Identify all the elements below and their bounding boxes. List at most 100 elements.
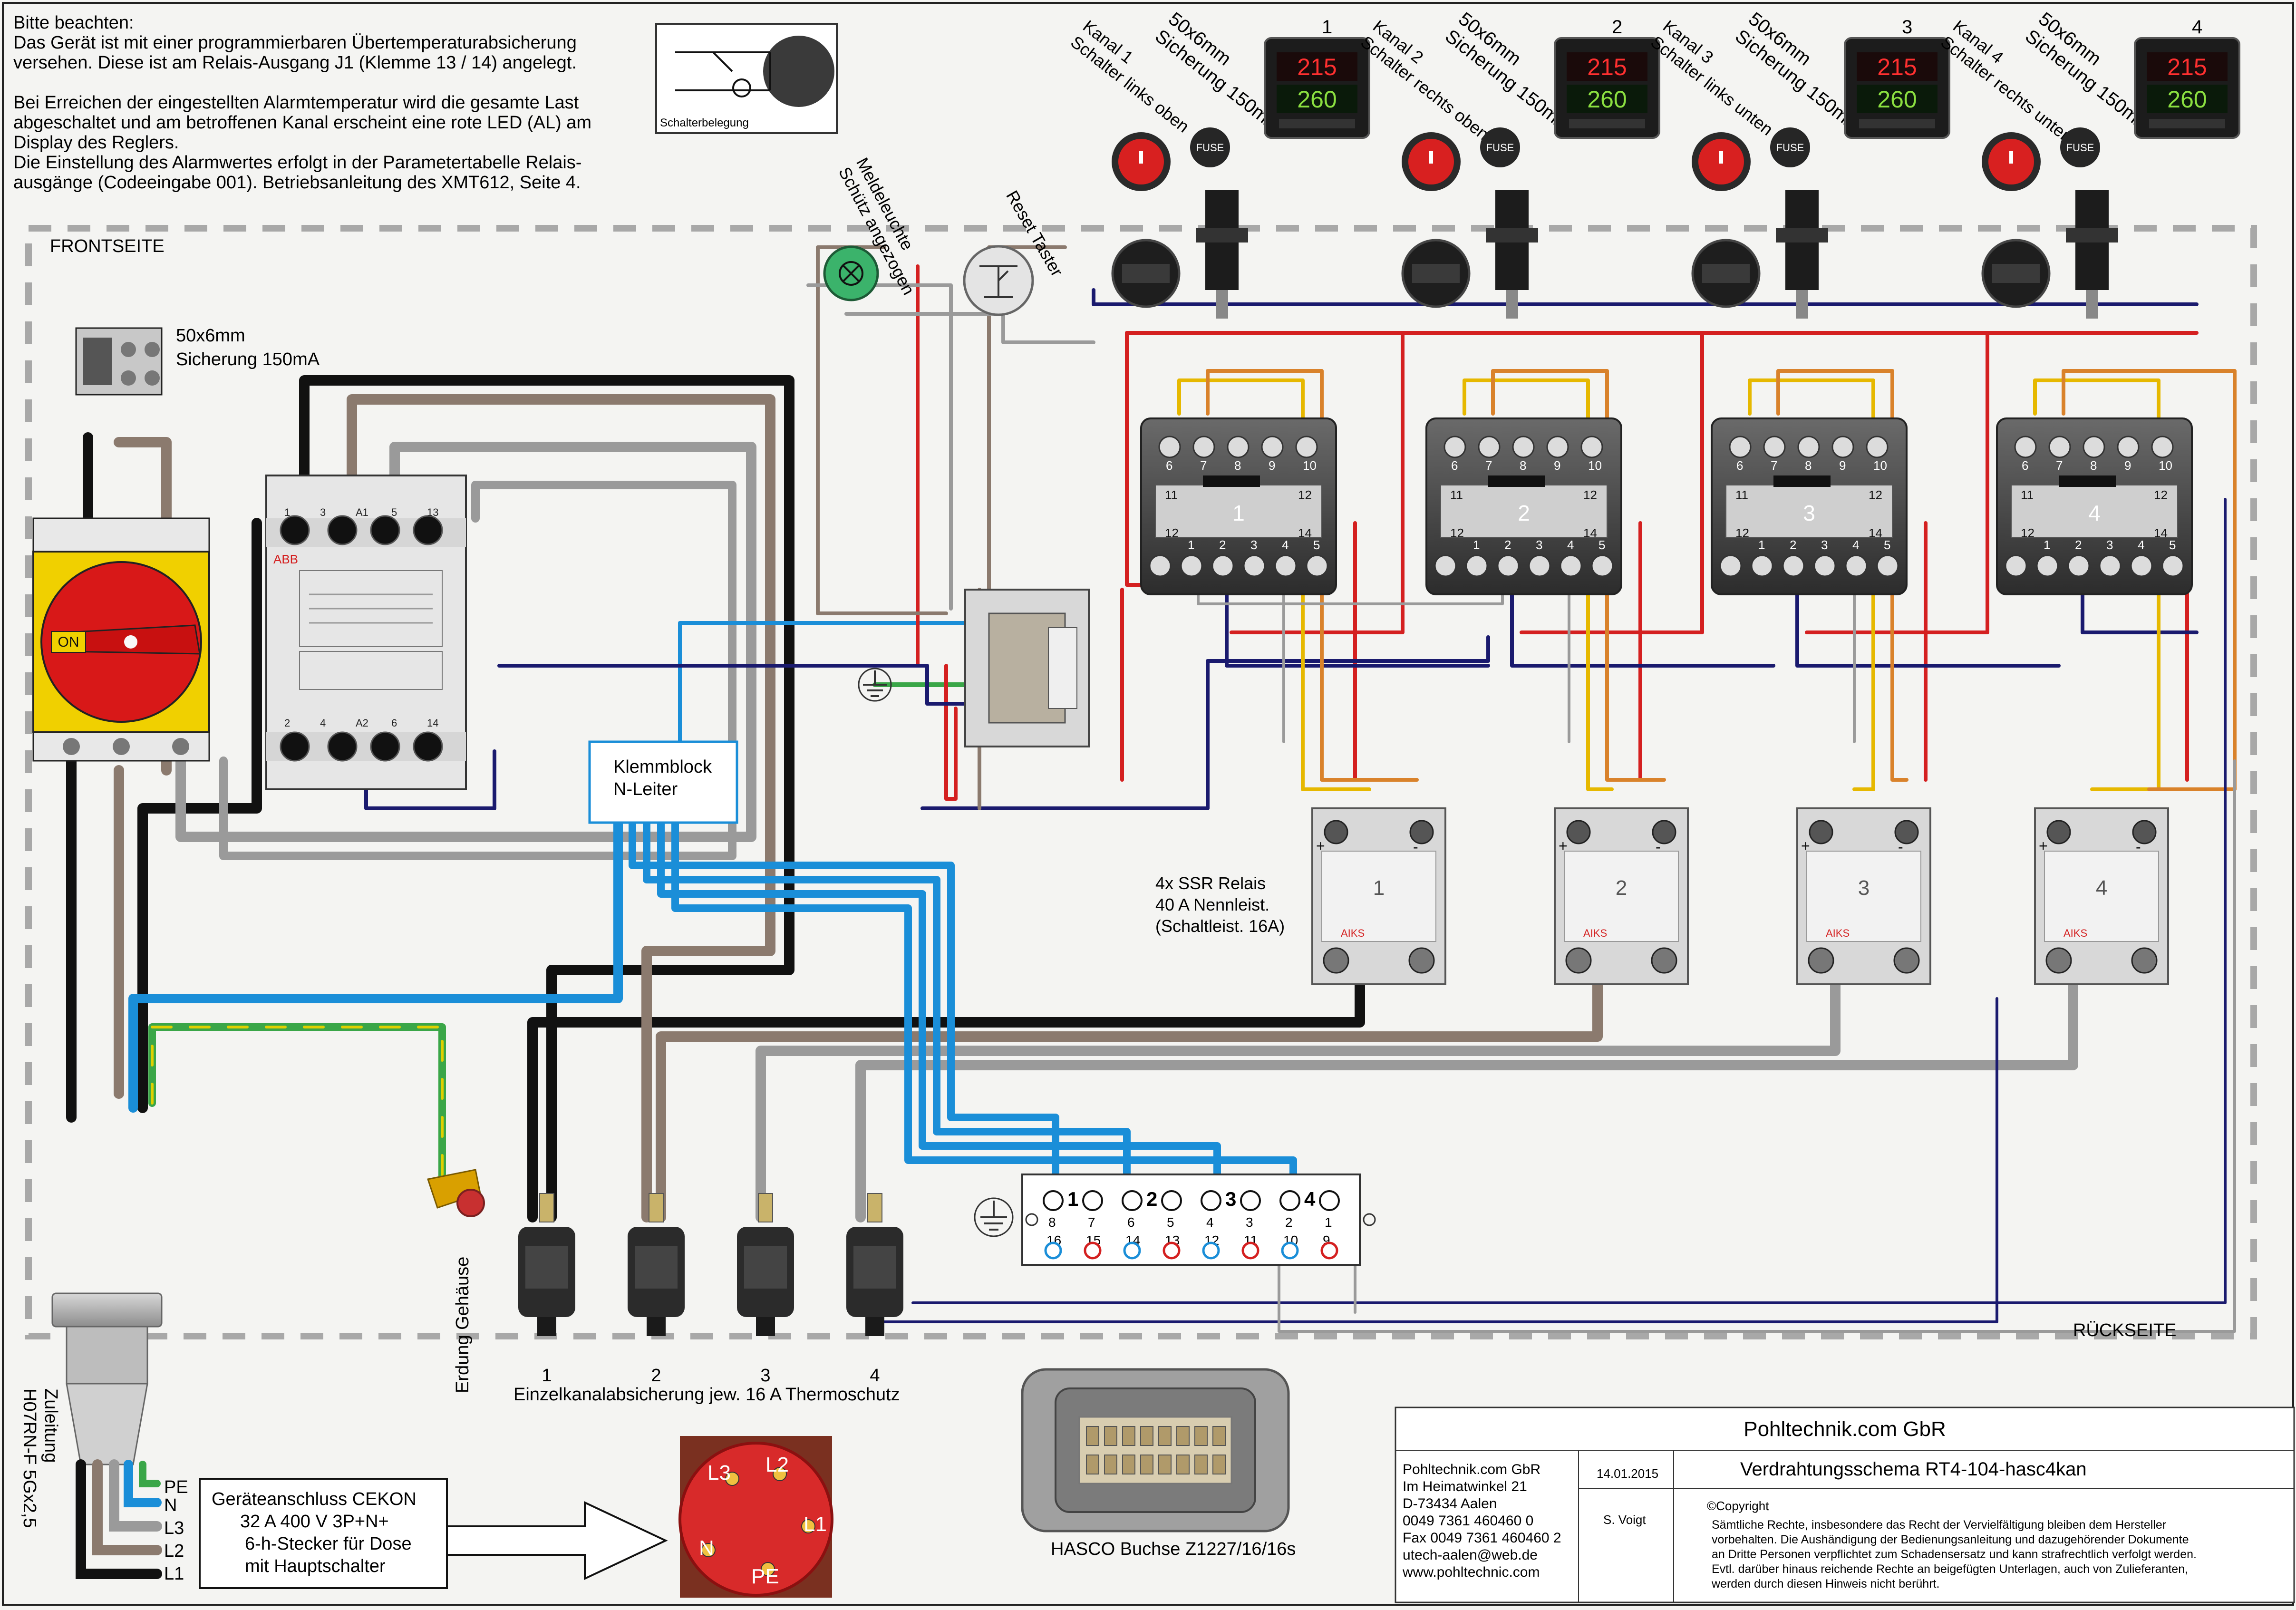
controller-display-sv: 260 [1877,86,1917,113]
ssr-minus-label: - [1656,838,1661,855]
hasco-socket-pin [1122,1426,1135,1446]
indicator-lamp-cross [842,264,860,282]
controller-keys[interactable] [1859,119,1935,128]
relay-pin-screw [1797,436,1820,458]
cekon-box [199,1478,448,1589]
breaker-reset-button[interactable] [537,1317,556,1336]
hasco-top-pin [1043,1190,1064,1211]
hasco-bottom-pin [1084,1241,1102,1260]
relay-socket-slot [1488,475,1545,487]
supply-wire-label: L3 [164,1518,184,1538]
relay-pin-label: 8 [1805,458,1812,473]
fuse-cap-knob[interactable] [1770,127,1810,167]
main-fuse-terminal [121,342,136,357]
controller-keys[interactable] [1569,119,1645,128]
relay-pin-label: 12 [1735,526,1749,540]
ssr-number: 3 [1858,876,1870,900]
contactor-terminal-label: 4 [320,717,326,729]
fuse-holder-terminal [2086,290,2098,319]
relay-pin-label: 7 [1200,458,1207,473]
zuleitung-line2: H07RN-F 5Gx2,5 [19,1388,39,1528]
hasco-top-number: 2 [1285,1215,1293,1230]
ssr-terminal-minus [2132,820,2157,844]
note-line: abgeschaltet und am betroffenen Kanal er… [13,113,591,133]
panel-switch-terminals [1412,264,1460,283]
relay-pin-screw [1211,554,1234,577]
ssr-terminal-load [1651,947,1677,974]
ssr-terminal-plus [1809,820,1833,844]
ssr-number: 1 [1373,876,1385,900]
hasco-socket-pin [1086,1455,1099,1474]
relay-socket-number: 2 [1518,501,1530,525]
contactor-terminal-label: A1 [356,506,368,518]
hasco-caption: HASCO Buchse Z1227/16/16s [1051,1539,1296,1559]
switch-inset-photo [763,36,834,107]
relay-pin-label: 14 [1583,526,1597,540]
relay-pin-screw [1497,554,1520,577]
fuse-holder-terminal [1216,290,1228,319]
breaker-terminal [758,1193,773,1222]
relay-pin-label: 1 [2044,538,2050,552]
fuse-cap-knob[interactable] [2060,127,2100,167]
ssr-number: 4 [2096,876,2107,900]
breaker-reset-button[interactable] [865,1317,884,1336]
fuse-cap: FUSE [1480,127,1520,167]
relay-pin-label: 11 [1735,488,1748,502]
contactor-brand: ABB [273,552,298,566]
plug-pin [801,1519,815,1533]
panel-fuse-holder [1486,190,1538,319]
breaker-4: 4 [846,1193,903,1386]
relay-pin-label: 8 [1234,458,1241,473]
main-fuse-holder[interactable] [75,327,163,396]
title-block-address-line: Im Heimatwinkel 21 [1403,1479,1527,1494]
ssr-terminal-load [1808,947,1834,974]
main-switch[interactable]: ON [32,517,210,762]
hasco-socket-pin [1194,1426,1208,1446]
cekon-line2: 32 A 400 V 3P+N+ [240,1512,389,1532]
controller-display-pv: 215 [2167,54,2207,80]
hasco-channel-mark: 3 [1225,1188,1236,1210]
ssr-terminal-load [1893,947,1920,974]
controller-display-top [1277,52,1357,81]
contactor-screw [280,731,310,762]
ssr-label-line1: 4x SSR Relais [1155,873,1266,893]
channel-number: 2 [1612,17,1622,38]
relay-pin-screw [2014,436,2037,458]
controller-keys[interactable] [2149,119,2225,128]
fuse-cap-label: FUSE [1486,142,1514,154]
panel-switch-terminals [1122,264,1170,283]
reset-button[interactable] [963,245,1034,316]
ssr-brand: AIKS [2063,927,2087,939]
relay-pin-screw [1274,554,1297,577]
title-block-legal-line: vorbehalten. Die Aushändigung der Bedien… [1712,1533,2189,1546]
relay-pin-screw [2151,436,2174,458]
controller-keys[interactable] [1279,119,1355,128]
relay-pin-label: 12 [2154,488,2168,502]
fuse-cap-knob[interactable] [1190,127,1230,167]
breaker-reset-button[interactable] [756,1317,775,1336]
klemmblock-label-line1: Klemmblock [613,757,712,777]
panel-fuse-holder [2066,190,2118,319]
contactor-screw [413,731,443,762]
ssr-minus-label: - [2136,838,2141,855]
relay-pin-label: 12 [1583,488,1597,502]
controller-display-pv: 215 [1297,54,1337,80]
breaker-reset-button[interactable] [647,1317,666,1336]
ssr-label [1806,851,1921,942]
rocker-switch [1112,132,1171,191]
zuleitung-line1: Zuleitung [41,1388,61,1463]
relay-pin-screw [1546,436,1569,458]
relay-pin-label: 7 [1771,458,1777,473]
relay-pin-screw [1149,554,1172,577]
ssr-brand: AIKS [1826,927,1850,939]
relay-pin-screw [1751,554,1773,577]
hasco-top-pin [1122,1190,1143,1211]
fuse-cap-knob[interactable] [1480,127,1520,167]
contactor-terminal-label: 2 [284,717,290,729]
